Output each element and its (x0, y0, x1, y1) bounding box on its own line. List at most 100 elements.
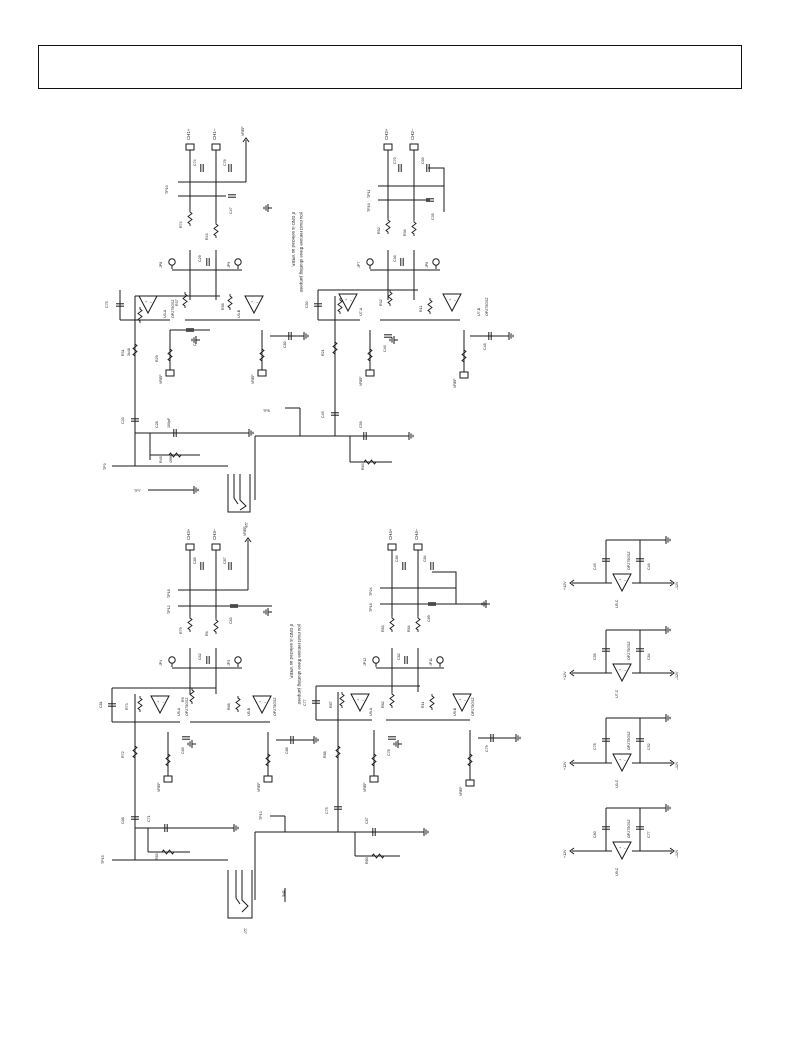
upper-circuit: J26 TP7 TP3 C33 C28 100pF R48 499k TP8 (103, 126, 514, 528)
svg-text:R63: R63 (361, 463, 365, 470)
svg-text:C50: C50 (305, 301, 309, 308)
svg-text:TP3: TP3 (103, 463, 107, 470)
svg-text:C55: C55 (593, 653, 597, 660)
net-ch3n: CH3– (212, 528, 217, 540)
opamp-u3b: U3-B (237, 295, 264, 318)
svg-text:+12V: +12V (563, 581, 567, 590)
svg-text:C88: C88 (285, 747, 289, 754)
svg-text:C86: C86 (395, 555, 399, 562)
svg-text:C78: C78 (387, 749, 391, 756)
svg-text:VREF: VREF (159, 374, 163, 384)
svg-text:–12V: –12V (675, 849, 679, 858)
svg-text:–12V: –12V (675, 761, 679, 770)
svg-text:VREF: VREF (157, 782, 161, 792)
svg-text:TP5: TP5 (281, 890, 285, 897)
svg-text:C36: C36 (393, 255, 397, 262)
svg-text:VREF: VREF (257, 782, 261, 792)
svg-text:R83: R83 (155, 853, 159, 860)
svg-text:C71: C71 (147, 815, 151, 822)
svg-text:OP275GSZ: OP275GSZ (471, 697, 475, 716)
svg-text:R36: R36 (403, 229, 407, 236)
svg-text:JP8: JP8 (159, 262, 163, 268)
svg-text:OP275GSZ: OP275GSZ (273, 697, 277, 716)
supply-unit-u3c: +12V –12V U3-C OP275GSZ C78 C52 (563, 713, 679, 788)
svg-text:C46: C46 (647, 563, 651, 570)
svg-text:C28: C28 (155, 421, 159, 428)
svg-text:C82: C82 (397, 653, 401, 660)
svg-text:R73: R73 (125, 703, 129, 710)
svg-text:VREF: VREF (359, 376, 363, 386)
svg-text:C33: C33 (121, 417, 125, 424)
svg-text:C80: C80 (593, 831, 597, 838)
opamp-u5b: U5-B OP275GSZ (247, 695, 277, 716)
svg-text:3k48: 3k48 (127, 348, 131, 356)
svg-text:C84: C84 (423, 555, 427, 562)
svg-text:VREF: VREF (363, 782, 367, 792)
svg-text:C87: C87 (223, 557, 227, 564)
svg-text:U3-C: U3-C (615, 779, 619, 788)
svg-text:U9-C: U9-C (615, 867, 619, 876)
lower-note-2: you must remove these shorting jumpers! (297, 624, 302, 705)
svg-text:TP13: TP13 (259, 811, 263, 820)
svg-text:C81: C81 (99, 701, 103, 708)
svg-text:+12V: +12V (563, 761, 567, 770)
svg-text:C62: C62 (198, 653, 202, 660)
svg-text:TP18: TP18 (369, 603, 373, 612)
upper-note-2: you must remove these shorting jumpers! (299, 212, 304, 293)
svg-text:C48: C48 (483, 343, 487, 350)
svg-text:–12V: –12V (675, 671, 679, 680)
svg-text:C59: C59 (359, 421, 363, 428)
tp3-wire: TP3 (103, 463, 228, 470)
opamp-u3a: U3-A OP275GSZ (138, 295, 175, 318)
svg-text:–12V: –12V (675, 581, 679, 590)
svg-text:+12V: +12V (563, 849, 567, 858)
net-ch1n: CH1– (212, 128, 217, 140)
svg-text:R21: R21 (321, 349, 325, 356)
svg-text:VREF: VREF (241, 126, 245, 136)
svg-text:TP10: TP10 (165, 185, 169, 194)
test-point-tp7: TP7 (134, 485, 199, 495)
net-ch2p: CH2+ (384, 128, 389, 140)
svg-text:R6: R6 (205, 631, 209, 636)
svg-text:C45: C45 (321, 411, 325, 418)
svg-text:C77: C77 (303, 699, 307, 706)
svg-text:OP275GSZ: OP275GSZ (627, 641, 631, 660)
jack-j26: J26 (227, 474, 251, 528)
svg-text:R88: R88 (323, 751, 327, 758)
lower-note-1: If GND is selected as VREF, (289, 624, 294, 679)
page-header-box (38, 45, 742, 89)
svg-text:C78: C78 (593, 743, 597, 750)
svg-text:R80: R80 (365, 857, 369, 864)
upper-note-1: If GND is selected as VREF, (291, 212, 296, 267)
svg-text:OP275GSZ: OP275GSZ (627, 819, 631, 838)
net-ch4n: CH4– (414, 528, 419, 540)
svg-text:C70: C70 (393, 157, 397, 164)
svg-text:U5-B: U5-B (247, 707, 251, 716)
opamp-u7b: U7-B OP275GSZ (442, 293, 489, 316)
net-ch2n: CH2– (410, 128, 415, 140)
supply-unit-u7c: +12V –12V U7-C OP275GSZ C55 C84 (563, 625, 679, 698)
svg-text:OP275GSZ: OP275GSZ (171, 299, 175, 318)
supply-unit-u5c: +12V –12V U5-C OP275GSZ C45 C46 (563, 535, 679, 608)
svg-text:C72: C72 (193, 339, 197, 346)
opamp-u5a: U5-A OP275GSZ (150, 695, 189, 716)
svg-text:JP11: JP11 (429, 658, 433, 666)
svg-text:JP3: JP3 (227, 660, 231, 666)
svg-text:C45: C45 (593, 563, 597, 570)
svg-text:JP6: JP6 (425, 262, 429, 268)
svg-text:U5-A: U5-A (177, 707, 181, 716)
svg-text:JP12: JP12 (363, 658, 367, 666)
svg-text:R82: R82 (381, 701, 385, 708)
svg-text:VREF: VREF (243, 526, 247, 536)
svg-text:R87: R87 (329, 701, 333, 708)
svg-text:C89: C89 (427, 615, 431, 622)
svg-text:TP11: TP11 (367, 190, 371, 198)
test-point-tp5: TP5 (281, 888, 286, 902)
svg-text:U9-A: U9-A (369, 707, 373, 716)
svg-text:R11: R11 (421, 702, 425, 708)
svg-text:JP4: JP4 (159, 660, 163, 666)
svg-text:OP275GSZ: OP275GSZ (485, 297, 489, 316)
svg-text:JP7: JP7 (357, 262, 361, 268)
svg-text:R52: R52 (377, 227, 381, 234)
